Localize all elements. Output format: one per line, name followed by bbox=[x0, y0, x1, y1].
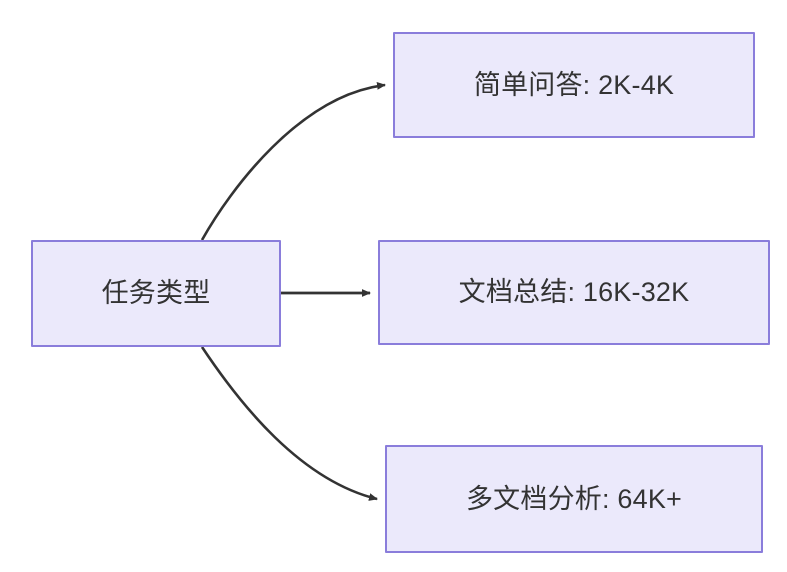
edge-to-multi-doc-analysis bbox=[200, 346, 378, 501]
node-doc-summary[interactable]: 文档总结: 16K-32K bbox=[378, 240, 770, 345]
node-simple-qa-label: 简单问答: 2K-4K bbox=[473, 69, 675, 100]
node-doc-summary-label: 文档总结: 16K-32K bbox=[458, 277, 690, 308]
edge-to-simple-qa bbox=[200, 82, 386, 241]
node-task-type[interactable]: 任务类型 bbox=[31, 240, 281, 347]
node-simple-qa[interactable]: 简单问答: 2K-4K bbox=[393, 32, 755, 138]
node-task-type-label: 任务类型 bbox=[101, 278, 211, 309]
node-multi-doc-analysis[interactable]: 多文档分析: 64K+ bbox=[385, 445, 763, 553]
node-multi-doc-analysis-label: 多文档分析: 64K+ bbox=[465, 483, 682, 514]
